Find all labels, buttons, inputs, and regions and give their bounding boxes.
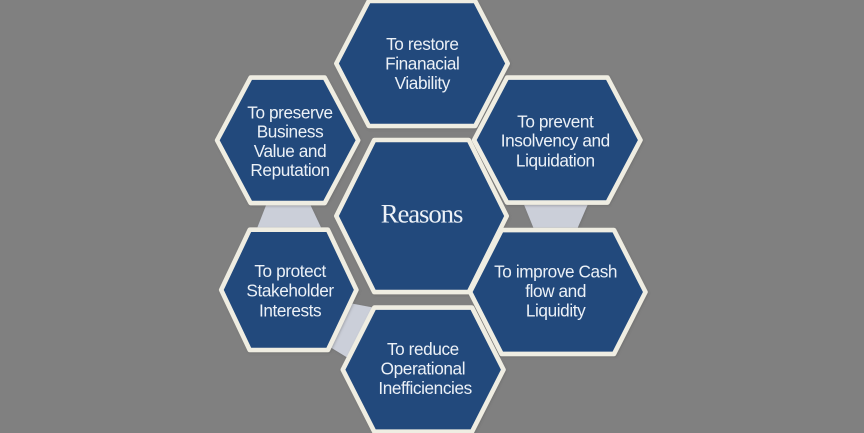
svg-text:To restore Finanacial: To restore Finanacial Viability To prese… [246, 34, 621, 398]
svg-text:Reasons: Reasons [381, 198, 463, 228]
